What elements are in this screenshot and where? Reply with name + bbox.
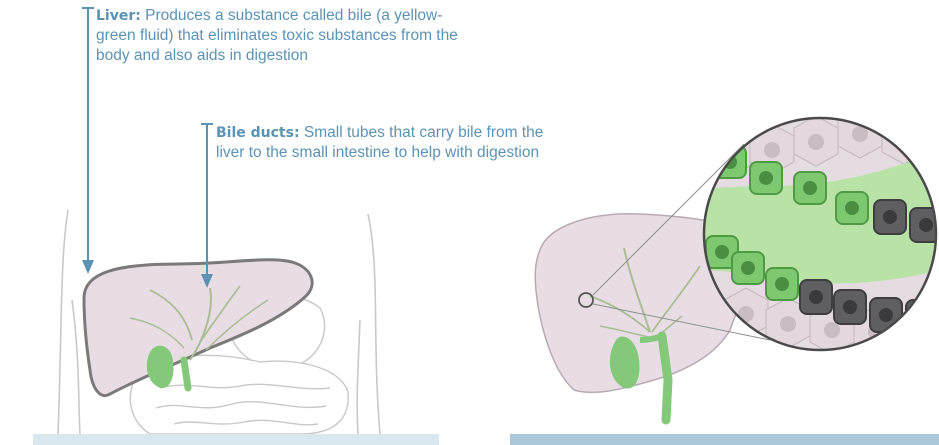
ground-strip-right bbox=[510, 434, 939, 445]
bile-duct-cells-magnified bbox=[700, 108, 939, 356]
ground-strip-left bbox=[33, 434, 439, 445]
liver-callout-arrow bbox=[82, 8, 94, 274]
